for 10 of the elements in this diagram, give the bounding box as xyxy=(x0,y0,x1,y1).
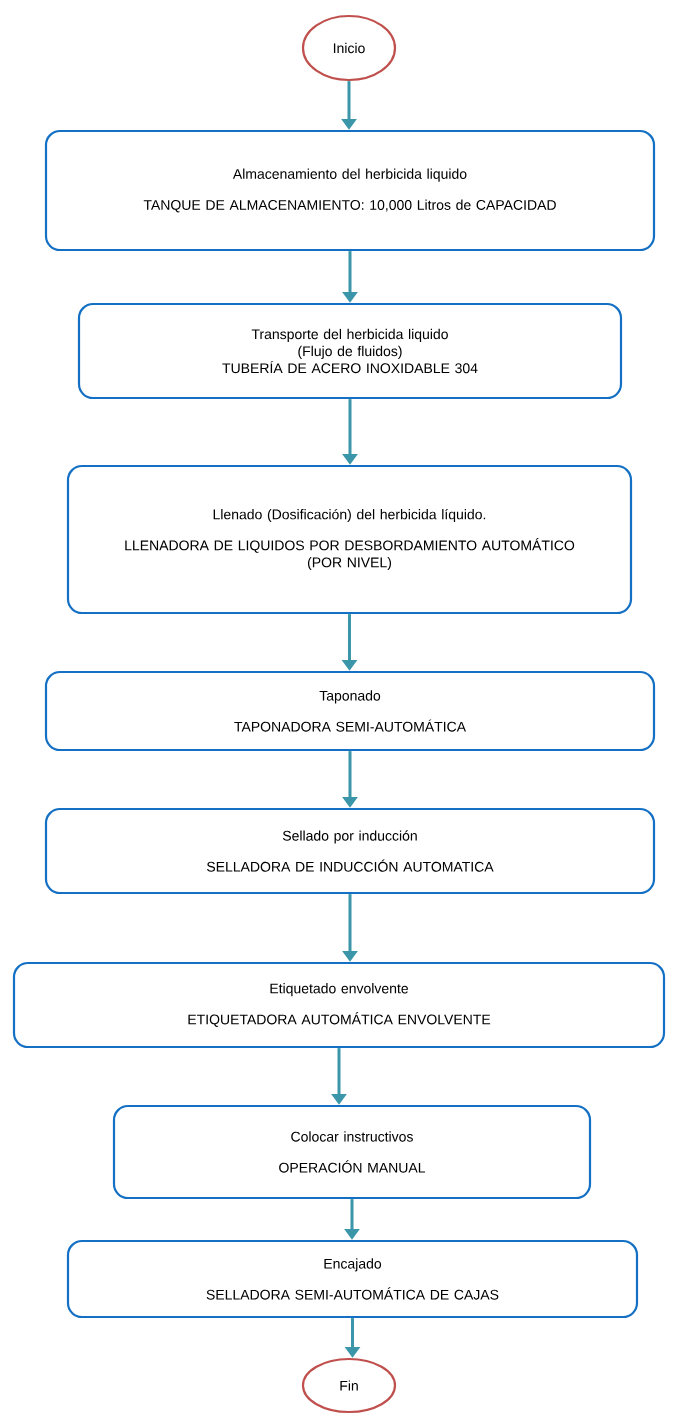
process-box: Almacenamiento del herbicida liquido TANQUE DE ALMACENAMIENTO: 10,000 Litros de CAPACIDAD xyxy=(44,129,656,252)
process-box: Transporte del herbicida liquido (Flujo de fluidos) TUBERÍA DE ACERO INOXIDABLE 304 xyxy=(77,302,623,400)
process-box: Llenado (Dosificación) del herbicida líquido. LLENADORA DE LIQUIDOS POR DESBORDAMIENTO AUTOMÁTICO (POR NIVEL) xyxy=(66,464,633,615)
terminal-oval: Inicio xyxy=(301,14,397,82)
process-box: Sellado por inducción SELLADORA DE INDUCCIÓN AUTOMATICA xyxy=(44,807,656,895)
terminal-oval: Fin xyxy=(301,1357,397,1414)
process-box: Taponado TAPONADORA SEMI-AUTOMÁTICA xyxy=(44,670,656,752)
process-box: Etiquetado envolvente ETIQUETADORA AUTOMÁTICA ENVOLVENTE xyxy=(12,961,666,1049)
process-box: Encajado SELLADORA SEMI-AUTOMÁTICA DE CAJAS xyxy=(66,1239,639,1319)
process-box: Colocar instructivos OPERACIÓN MANUAL xyxy=(112,1104,592,1200)
